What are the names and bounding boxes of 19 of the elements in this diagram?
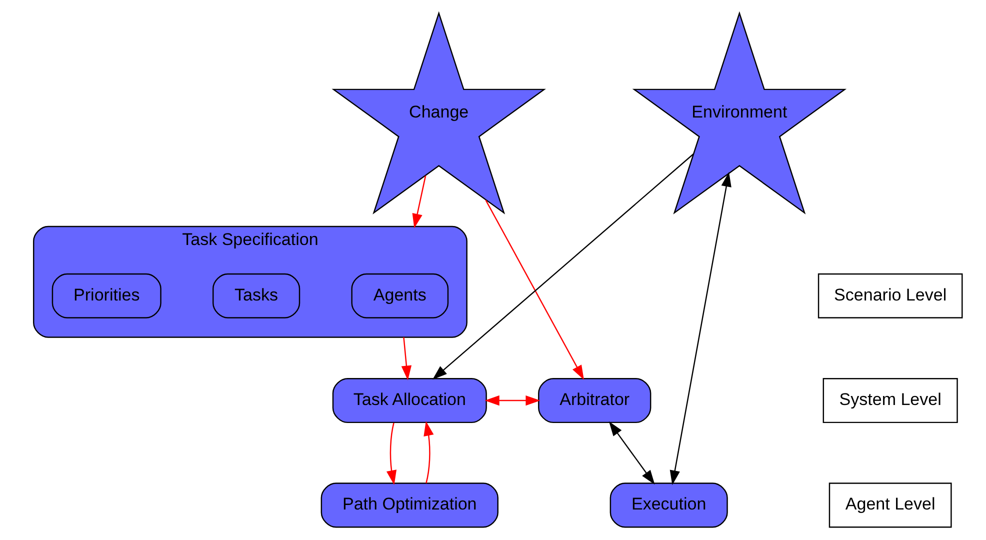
- arrow: [401, 337, 412, 380]
- arrow: [432, 153, 694, 380]
- node-box: Tasks: [212, 273, 300, 318]
- node-box: Execution: [610, 482, 728, 528]
- arrow: [670, 172, 732, 486]
- arrow: [386, 422, 397, 485]
- node-box: Agent Level: [828, 482, 952, 528]
- node-box: Task Allocation: [332, 378, 487, 424]
- node-box: Scenario Level: [818, 273, 963, 318]
- arrow: [424, 421, 434, 484]
- node-box: Priorities: [52, 273, 162, 318]
- arrow: [412, 176, 426, 228]
- arrow: [608, 421, 655, 485]
- node-box: Path Optimization: [320, 482, 498, 528]
- arrow: [485, 200, 584, 380]
- node-box: Agents: [351, 273, 449, 318]
- node-box: System Level: [822, 378, 958, 424]
- node-box: Arbitrator: [538, 378, 652, 424]
- arrow: [484, 395, 540, 406]
